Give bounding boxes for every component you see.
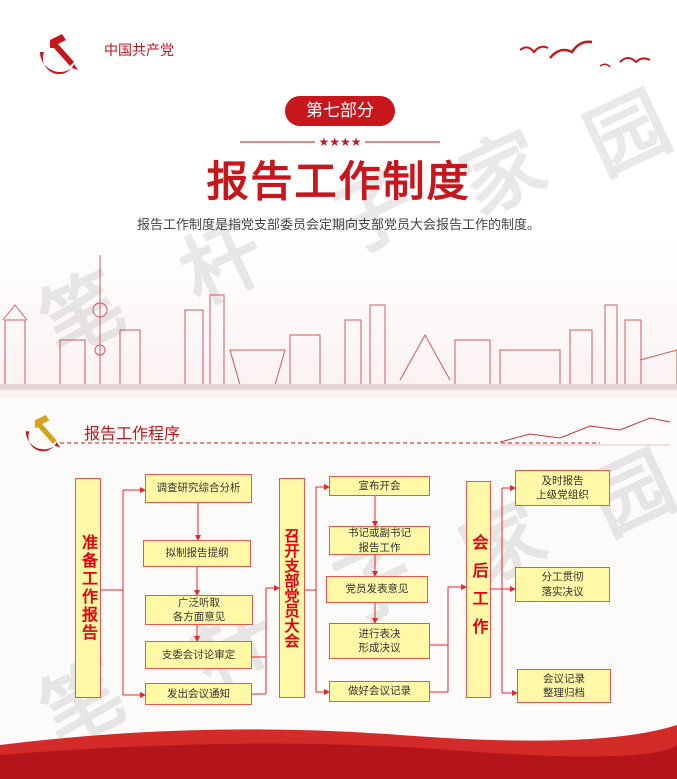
stage-hold-meeting: 召开支部党员大会 bbox=[279, 478, 305, 698]
flow-step: 党员发表意见 bbox=[326, 576, 428, 603]
page-title: 报告工作制度 bbox=[206, 157, 471, 206]
flow-step: 发出会议通知 bbox=[145, 683, 252, 705]
flow-step: 分工贯彻 落实决议 bbox=[515, 567, 610, 602]
subtitle: 报告工作制度是指党支部委员会定期向支部党员大会报告工作的制度。 bbox=[136, 218, 540, 233]
flow-step: 做好会议记录 bbox=[329, 681, 430, 702]
stage-prepare-report: 准备工作报告 bbox=[75, 478, 101, 698]
stage-after-meeting: 会后工作 bbox=[466, 481, 491, 698]
dashed-divider bbox=[60, 442, 600, 444]
section-title: 报告工作程序 bbox=[84, 424, 181, 443]
red-wave-footer bbox=[0, 725, 677, 779]
flow-step: 进行表决 形成决议 bbox=[329, 623, 430, 659]
party-emblem-icon bbox=[40, 34, 78, 75]
party-name: 中国共产党 bbox=[104, 43, 174, 59]
flow-step: 广泛听取 各方面意见 bbox=[145, 595, 253, 625]
great-wall-icon bbox=[500, 417, 670, 446]
flow-step: 支委会讨论审定 bbox=[145, 641, 252, 669]
party-emblem-icon bbox=[25, 415, 61, 452]
part-badge: 第七部分 bbox=[285, 96, 395, 126]
flow-step: 会议记录 整理归档 bbox=[517, 669, 611, 703]
svg-text:★★★★: ★★★★ bbox=[318, 135, 361, 148]
flow-step: 书记或副书记 报告工作 bbox=[329, 526, 430, 555]
birds-icon bbox=[520, 40, 651, 68]
flow-step: 调查研究综合分析 bbox=[145, 474, 252, 503]
flow-step: 宣布开会 bbox=[329, 476, 430, 496]
city-skyline bbox=[0, 255, 677, 390]
title-slide bbox=[0, 0, 677, 398]
stars-divider: ★★★★ bbox=[240, 135, 440, 148]
flow-step: 拟制报告提纲 bbox=[143, 540, 251, 567]
flow-step: 及时报告 上级党组织 bbox=[515, 470, 610, 506]
